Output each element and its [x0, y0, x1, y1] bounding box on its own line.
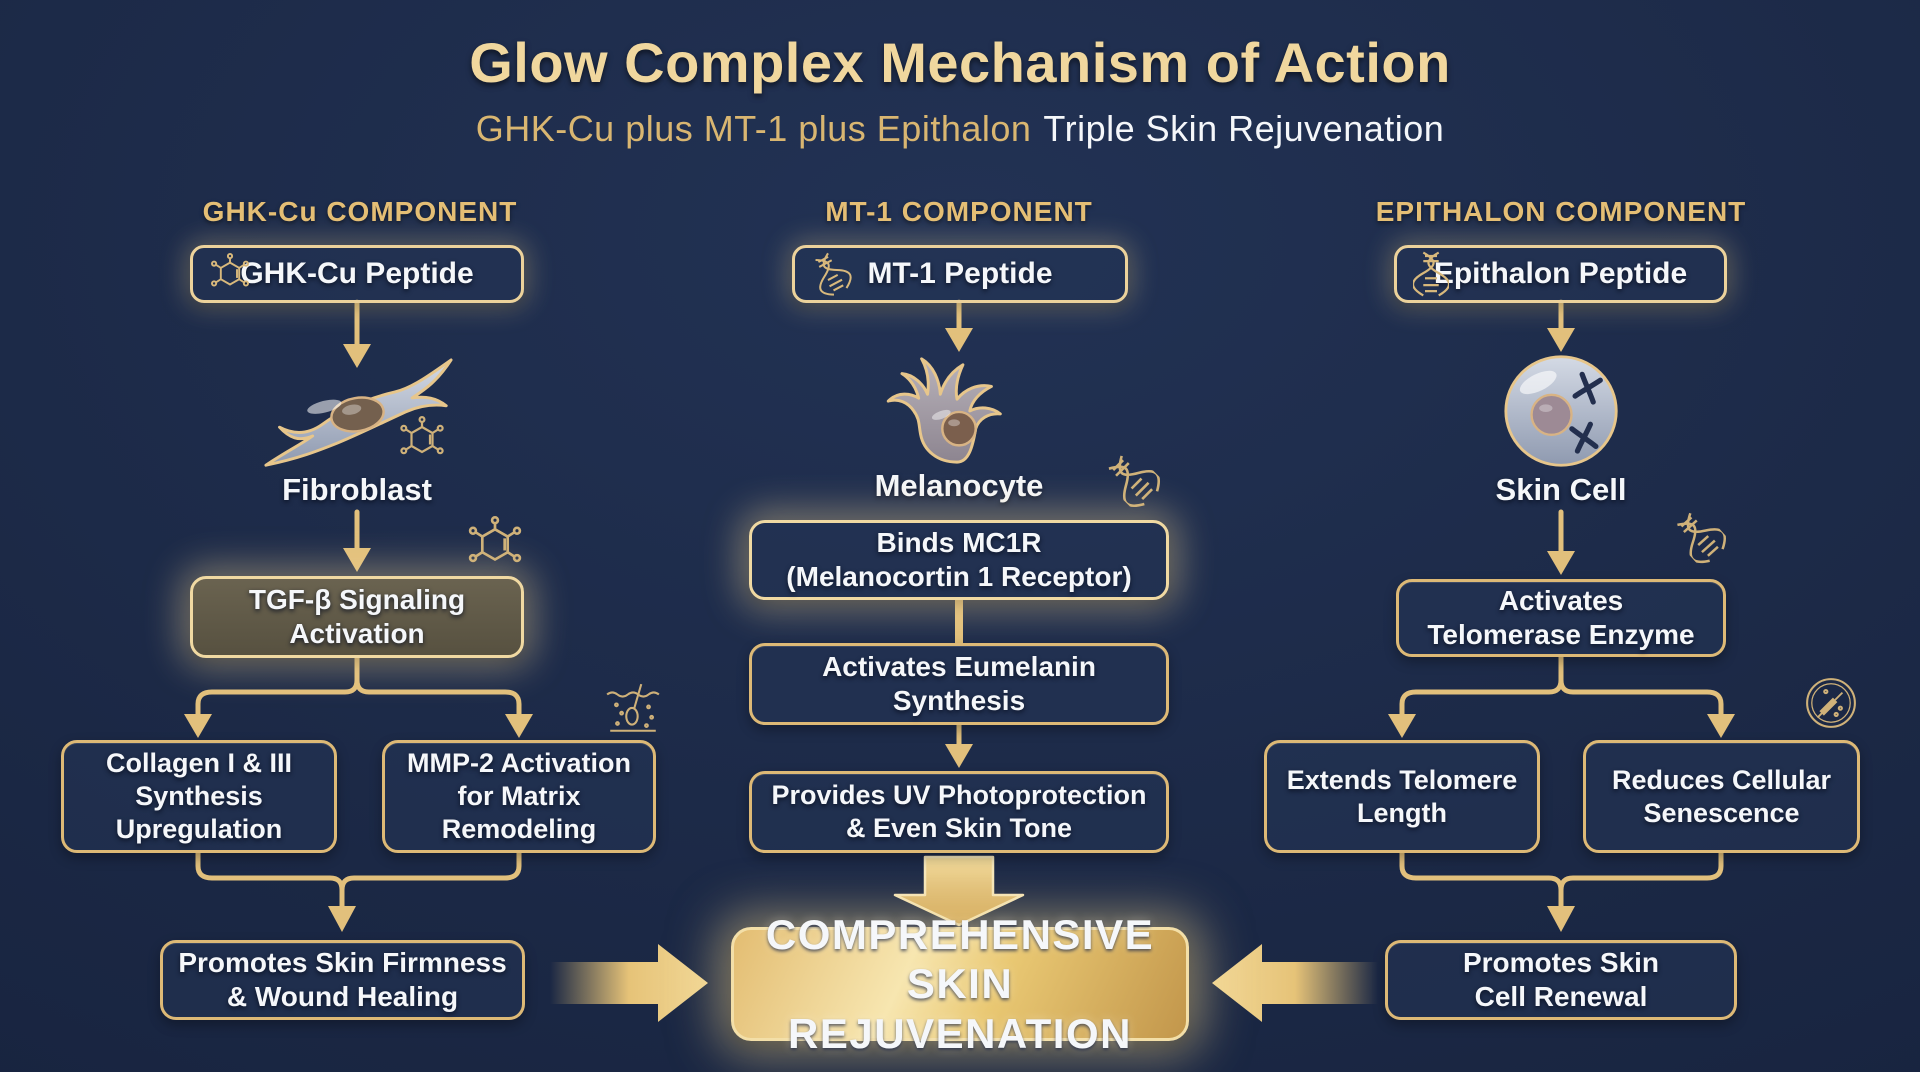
- arrowhead: [945, 328, 973, 352]
- skin-follicle-icon: [604, 682, 662, 736]
- block-arrow-right: [550, 944, 708, 1022]
- merge-epithalon-right: [1558, 850, 1724, 893]
- mmp2-activation-label: MMP-2 Activation for Matrix Remodeling: [406, 748, 631, 844]
- ghk-outcome-box: Promotes Skin Firmness & Wound Healing: [160, 940, 525, 1020]
- arrowhead: [1547, 551, 1575, 575]
- arrowhead: [1547, 906, 1575, 932]
- mt1-peptide-box: MT-1 Peptide: [792, 245, 1128, 303]
- branch-ghk-left: [195, 655, 360, 719]
- merge-ghk-left: [195, 850, 345, 911]
- dna-helix-icon: [1667, 504, 1733, 571]
- tgf-signaling-box: TGF-β Signaling Activation: [190, 576, 524, 658]
- branch-epithalon-right: [1558, 654, 1724, 719]
- result-label: COMPREHENSIVE SKIN REJUVENATION: [765, 910, 1155, 1057]
- arrowhead: [343, 548, 371, 572]
- mt1-peptide-label: MT-1 Peptide: [867, 256, 1053, 290]
- epithalon-peptide-label: Epithalon Peptide: [1433, 256, 1688, 290]
- subtitle: GHK-Cu plus MT-1 plus Epithalon Triple Sk…: [0, 108, 1920, 150]
- branch-ghk-right: [354, 655, 522, 719]
- result-box: COMPREHENSIVE SKIN REJUVENATION: [731, 911, 1189, 1057]
- collagen-synthesis-label: Collagen I & III Synthesis Upregulation: [105, 748, 293, 844]
- telomerase-label: Activates Telomerase Enzyme: [1427, 584, 1695, 650]
- melanocyte-illustration: [880, 350, 1038, 468]
- column-header-epithalon: EPITHALON COMPONENT: [1375, 196, 1747, 227]
- binds-mc1r-box: Binds MC1R (Melanocortin 1 Receptor): [749, 520, 1169, 600]
- telomere-length-label: Extends Telomere Length: [1286, 764, 1518, 828]
- skin-cell-illustration: [1500, 352, 1624, 470]
- merge-epithalon-left: [1399, 850, 1564, 911]
- uv-photoprotection-label: Provides UV Photoprotection & Even Skin …: [771, 780, 1147, 843]
- molecule-icon: [209, 253, 251, 295]
- ghk-peptide-label: GHK-Cu Peptide: [240, 256, 474, 290]
- branch-epithalon-left: [1399, 654, 1564, 719]
- subtitle-highlight: GHK-Cu plus MT-1 plus Epithalon: [475, 108, 1032, 149]
- page-title: Glow Complex Mechanism of Action: [469, 31, 1451, 94]
- epithalon-outcome-label: Promotes Skin Cell Renewal: [1462, 946, 1660, 1012]
- collagen-synthesis-box: Collagen I & III Synthesis Upregulation: [61, 740, 337, 853]
- epithalon-peptide-box: Epithalon Peptide: [1394, 245, 1727, 303]
- block-arrow-left: [1212, 944, 1378, 1022]
- molecule-icon: [398, 416, 446, 464]
- ghk-peptide-box: GHK-Cu Peptide: [190, 245, 524, 303]
- arrowhead: [184, 714, 212, 738]
- arrowhead: [1388, 714, 1416, 738]
- arrowhead: [1547, 328, 1575, 352]
- senescence-box: Reduces Cellular Senescence: [1583, 740, 1860, 853]
- dna-helix-icon: [1098, 445, 1167, 514]
- eumelanin-synthesis-label: Activates Eumelanin Synthesis: [822, 650, 1096, 716]
- telomerase-box: Activates Telomerase Enzyme: [1396, 579, 1726, 657]
- arrowhead: [1707, 714, 1735, 738]
- syringe-badge-icon: [1804, 676, 1858, 730]
- arrowhead: [328, 906, 356, 932]
- telomere-length-box: Extends Telomere Length: [1264, 740, 1540, 853]
- arrowhead: [505, 714, 533, 738]
- eumelanin-synthesis-box: Activates Eumelanin Synthesis: [749, 643, 1169, 725]
- melanocyte-label: Melanocyte: [874, 468, 1044, 503]
- subtitle-rest: Triple Skin Rejuvenation: [1043, 108, 1445, 149]
- column-header-mt1: MT-1 COMPONENT: [825, 196, 1093, 227]
- fibroblast-label: Fibroblast: [282, 472, 432, 507]
- epithalon-outcome-box: Promotes Skin Cell Renewal: [1385, 940, 1737, 1020]
- ghk-outcome-label: Promotes Skin Firmness & Wound Healing: [178, 946, 507, 1012]
- dna-helix-icon: [1413, 250, 1449, 298]
- tgf-signaling-label: TGF-β Signaling Activation: [248, 583, 466, 649]
- binds-mc1r-label: Binds MC1R (Melanocortin 1 Receptor): [786, 526, 1132, 592]
- dna-helix-icon: [803, 245, 859, 303]
- uv-photoprotection-box: Provides UV Photoprotection & Even Skin …: [749, 771, 1169, 853]
- molecule-icon: [466, 516, 524, 574]
- arrowhead: [945, 744, 973, 768]
- merge-ghk-right: [339, 850, 522, 893]
- senescence-label: Reduces Cellular Senescence: [1611, 764, 1832, 828]
- column-header-ghk: GHK-Cu COMPONENT: [202, 196, 518, 227]
- skin-cell-label: Skin Cell: [1495, 472, 1627, 507]
- mmp2-activation-box: MMP-2 Activation for Matrix Remodeling: [382, 740, 656, 853]
